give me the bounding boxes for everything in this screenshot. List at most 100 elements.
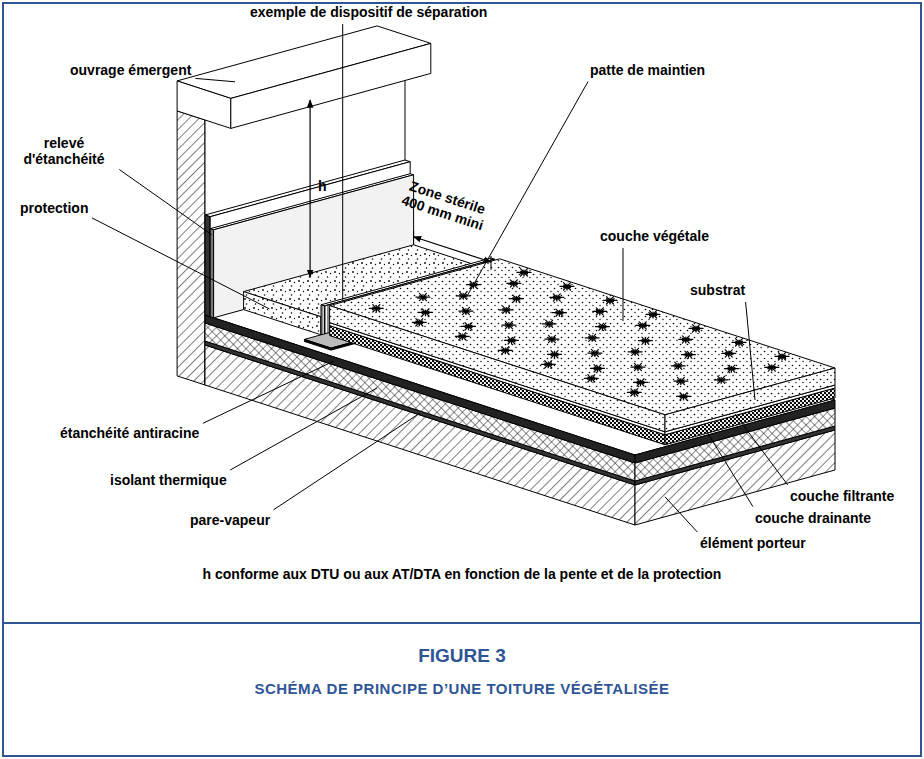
plant-stem — [422, 297, 423, 301]
plant-leaf — [600, 308, 604, 312]
plant-leaf — [782, 355, 786, 356]
plant-leaf — [548, 361, 552, 365]
plant-leaf — [459, 333, 463, 337]
plant-stem — [599, 311, 600, 315]
plant-symbol — [550, 294, 564, 302]
plant-leaf — [514, 280, 518, 284]
plant-leaf — [682, 336, 686, 340]
plant-leaf — [736, 339, 740, 343]
plant-leaf — [634, 391, 637, 392]
plant-leaf — [470, 281, 474, 285]
plant-stem — [635, 352, 636, 356]
plant-symbol — [416, 293, 430, 301]
plant-leaf — [589, 334, 593, 338]
plant-leaf — [684, 393, 688, 397]
plant-leaf — [549, 324, 553, 328]
plant-leaf — [462, 335, 465, 336]
plant-leaf — [423, 297, 427, 301]
separation-plate-front — [321, 305, 324, 336]
plant-leaf — [419, 319, 423, 323]
plant-symbol — [638, 337, 652, 345]
plant-symbol — [419, 309, 433, 317]
plant-symbol — [560, 283, 574, 291]
plant-stem — [549, 324, 550, 328]
plant-stem — [683, 396, 684, 400]
plant-symbol — [509, 295, 523, 303]
plant-leaf — [631, 389, 635, 393]
upstand-protection-front — [210, 229, 213, 318]
plant-stem — [640, 382, 641, 386]
plant-leaf — [559, 313, 563, 317]
plant-leaf — [772, 367, 776, 371]
plant-leaf — [506, 309, 510, 310]
plant-symbol — [552, 309, 566, 317]
leader-line — [195, 78, 235, 81]
plant-symbol — [542, 320, 556, 328]
plant-leaf — [595, 353, 599, 357]
plant-leaf — [423, 296, 426, 297]
plant-symbol — [679, 336, 693, 344]
plant-symbol — [627, 389, 641, 397]
plant-leaf — [610, 297, 614, 301]
plant-stem — [376, 308, 377, 312]
leader-line — [746, 302, 755, 400]
plant-leaf — [602, 323, 606, 327]
plant-symbol — [631, 363, 645, 371]
plant-leaf — [469, 325, 473, 326]
plant-leaf — [645, 340, 649, 341]
wall-cap-front — [177, 81, 231, 128]
plant-leaf — [516, 298, 520, 299]
plant-leaf — [469, 323, 473, 327]
plant-stem — [597, 368, 598, 372]
plant-leaf — [508, 337, 512, 341]
plant-stem — [771, 367, 772, 371]
plant-leaf — [696, 325, 700, 329]
plant-leaf — [505, 347, 509, 351]
plant-leaf — [416, 319, 420, 323]
plant-leaf — [632, 348, 636, 352]
plant-symbol — [603, 297, 617, 305]
plant-leaf — [567, 286, 571, 290]
part-label: relevé d'étanchéité — [12, 135, 116, 167]
plant-leaf — [506, 310, 510, 314]
plant-stem — [505, 350, 506, 354]
plant-stem — [728, 353, 729, 357]
plant-leaf — [588, 375, 592, 379]
plant-leaf — [505, 350, 509, 354]
plant-stem — [680, 381, 681, 385]
plant-leaf — [555, 353, 559, 354]
plant-leaf — [677, 377, 681, 381]
plant-leaf — [645, 341, 649, 345]
part-label: élément porteur — [700, 535, 806, 551]
plant-leaf — [510, 280, 514, 284]
note-text: h conforme aux DTU ou aux AT/DTA en fonc… — [203, 566, 722, 582]
plant-leaf — [642, 337, 646, 341]
plant-leaf — [610, 299, 614, 300]
plant-symbol — [591, 365, 605, 373]
leader-line — [274, 413, 421, 510]
plant-leaf — [548, 364, 552, 368]
plant-leaf — [516, 295, 520, 299]
plant-leaf — [516, 299, 520, 303]
plant-leaf — [524, 272, 528, 276]
plant-leaf — [469, 326, 473, 330]
caption-rule — [4, 622, 920, 624]
plant-leaf — [721, 380, 725, 384]
substrate-layer-front — [330, 306, 665, 432]
plant-leaf — [598, 365, 602, 369]
plant-leaf — [638, 366, 641, 367]
plant-stem — [506, 310, 507, 314]
leader-line — [665, 497, 697, 532]
plant-stem — [695, 328, 696, 332]
plant-leaf — [466, 307, 470, 311]
plant-symbol — [775, 353, 789, 361]
plant-leaf — [681, 377, 685, 381]
plant-leaf — [739, 339, 743, 343]
plant-leaf — [463, 296, 467, 300]
plant-leaf — [512, 340, 516, 344]
plant-stem — [513, 283, 514, 287]
plant-leaf — [548, 363, 551, 364]
plant-leaf — [729, 353, 733, 357]
plant-leaf — [718, 376, 722, 380]
plant-symbol — [593, 308, 607, 316]
